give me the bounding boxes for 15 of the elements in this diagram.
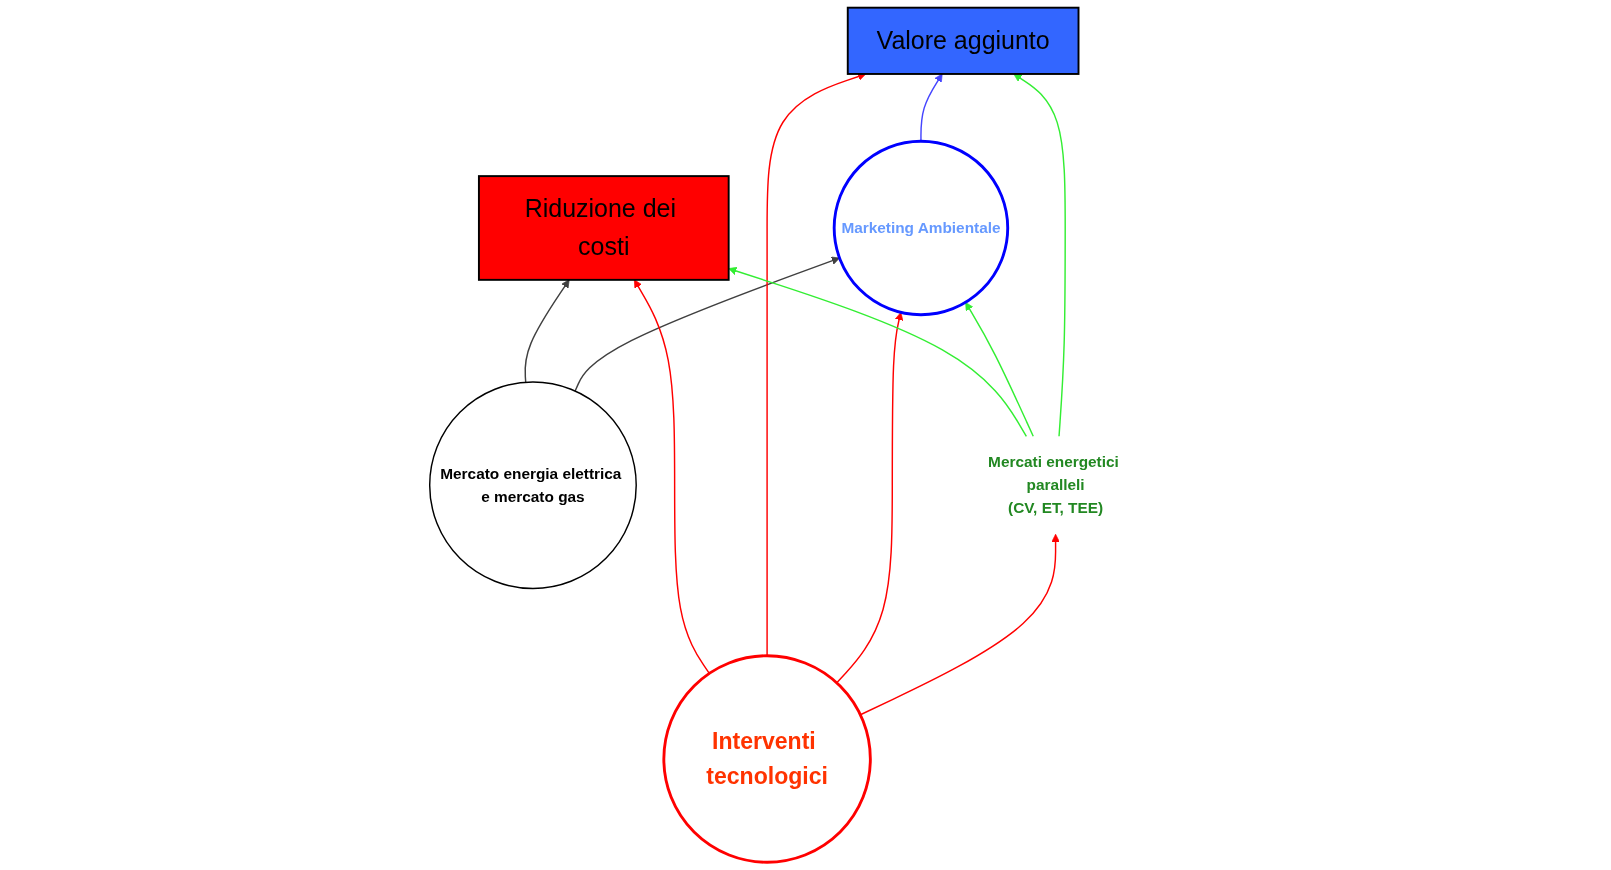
arrow [524, 279, 570, 383]
node-circle: Marketing Ambientale [833, 139, 1010, 317]
arrow [766, 72, 867, 657]
arrow [574, 256, 841, 392]
arrow [965, 302, 1035, 437]
node-text: Mercati energetici paralleli (CV, ET, TEE) [988, 453, 1120, 517]
arrow [634, 279, 711, 675]
arrow [1013, 73, 1067, 437]
node-circle: Interventi tecnologici [662, 654, 873, 864]
node-circle: Mercato energia elettrica e mercato gas [429, 381, 638, 590]
arrow [920, 73, 943, 142]
node-box: Riduzione dei costi [478, 175, 731, 281]
node-box: Valore aggiunto [847, 6, 1080, 75]
arrow [836, 312, 904, 684]
arrow [860, 533, 1061, 716]
